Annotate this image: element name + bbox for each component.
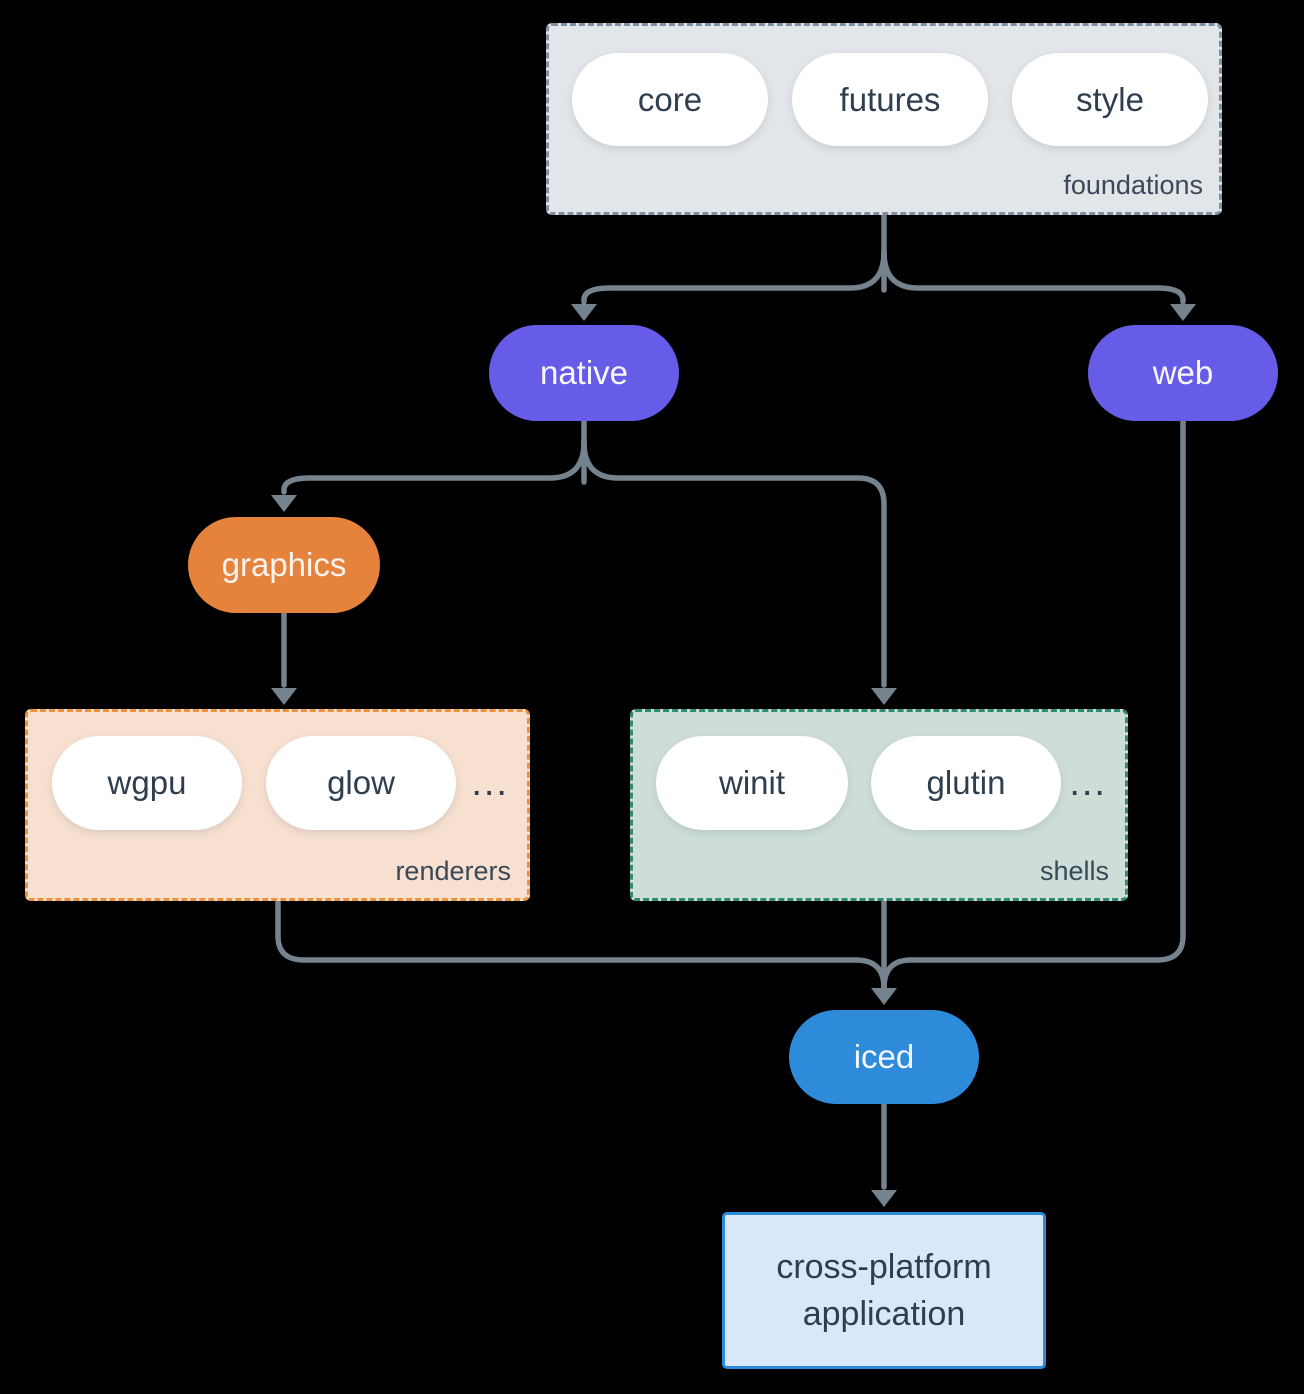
group-foundations-label: foundations (1063, 170, 1203, 200)
node-futures-label: futures (839, 80, 941, 118)
arrowhead-shells (871, 688, 897, 705)
renderers-ellipsis: ... (471, 761, 509, 804)
group-shells: winit glutin ... shells (630, 709, 1128, 901)
edge-foundations-web (881, 249, 1186, 305)
node-style-label: style (1076, 80, 1144, 118)
arrowhead-app (871, 1190, 897, 1207)
node-winit-label: winit (718, 764, 786, 801)
edge-foundations-native (581, 249, 887, 305)
group-shells-label: shells (1039, 856, 1109, 886)
arrowhead-native (571, 304, 597, 321)
edge-renderers-iced (275, 898, 887, 991)
node-core: core (572, 53, 768, 146)
node-graphics: graphics (188, 517, 380, 613)
arrowhead-renderers (271, 688, 297, 705)
group-renderers-label: renderers (395, 856, 511, 886)
edge-native-graphics (281, 439, 587, 495)
node-glutin-label: glutin (926, 764, 1006, 801)
node-web-label: web (1152, 354, 1214, 391)
node-wgpu: wgpu (52, 736, 242, 830)
node-graphics-label: graphics (221, 546, 347, 583)
node-web: web (1088, 325, 1278, 421)
node-iced-label: iced (853, 1038, 915, 1075)
node-native: native (489, 325, 679, 421)
node-futures: futures (792, 53, 988, 146)
shells-ellipsis: ... (1069, 761, 1107, 804)
node-glow: glow (266, 736, 456, 830)
group-foundations: core futures style foundations (546, 23, 1222, 215)
node-iced: iced (789, 1010, 979, 1104)
node-winit: winit (656, 736, 848, 830)
node-style: style (1012, 53, 1208, 146)
group-renderers: wgpu glow ... renderers (25, 709, 530, 901)
arrowhead-graphics (271, 495, 297, 512)
node-glutin: glutin (871, 736, 1061, 830)
node-cross-platform-application: cross-platform application (722, 1212, 1046, 1369)
node-glow-label: glow (327, 764, 395, 801)
node-native-label: native (539, 354, 629, 391)
node-core-label: core (637, 80, 703, 118)
edge-native-shells (581, 439, 887, 688)
node-wgpu-label: wgpu (107, 764, 187, 801)
edge-web-iced (881, 418, 1186, 991)
arrowhead-web (1170, 304, 1196, 321)
arrowhead-iced (871, 988, 897, 1005)
app-label-line1: cross-platform (776, 1247, 992, 1286)
app-label-line2: application (802, 1294, 966, 1333)
